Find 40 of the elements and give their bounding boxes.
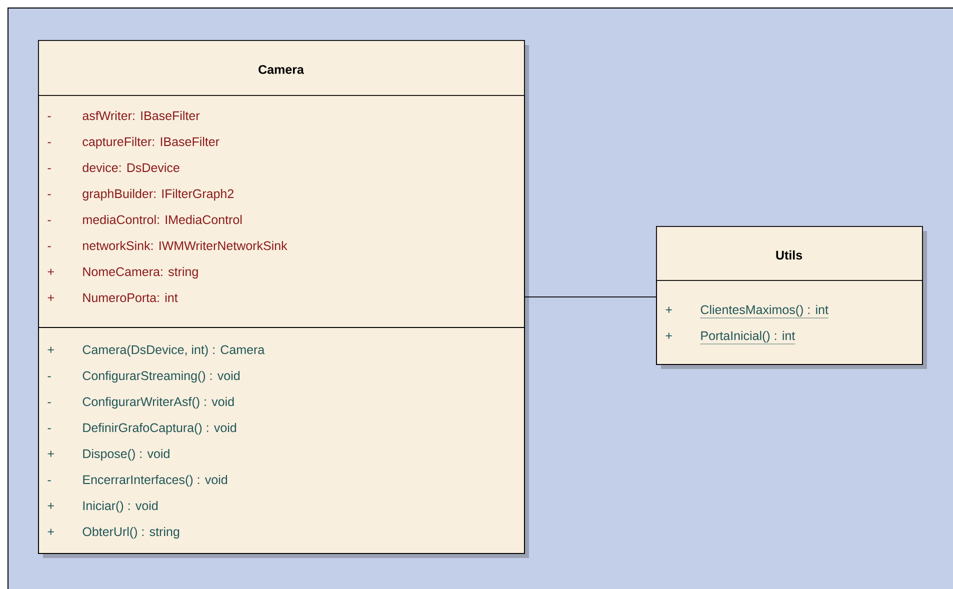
visibility-marker: + — [48, 450, 54, 457]
attribute-text: mediaControl: IMediaControl — [83, 214, 242, 224]
attribute-text: graphBuilder: IFilterGraph2 — [82, 188, 234, 201]
visibility-marker: + — [48, 502, 54, 509]
visibility-marker: + — [666, 306, 672, 313]
compartment — [656, 280, 923, 365]
attribute-text: asfWriter: IBaseFilter — [82, 110, 200, 120]
compartment — [38, 327, 525, 554]
visibility-marker: - — [48, 168, 51, 170]
attribute-text: captureFilter: IBaseFilter — [82, 136, 220, 149]
operation-text: ConfigurarStreaming() : void — [82, 370, 240, 383]
visibility-marker: + — [48, 528, 54, 535]
operation-text: DefinirGrafoCaptura() : void — [83, 422, 236, 435]
visibility-marker: - — [48, 402, 51, 404]
visibility-marker: - — [48, 116, 51, 118]
association-line — [524, 296, 656, 298]
operation-text: Camera(DsDevice, int) : Camera — [82, 344, 265, 357]
visibility-marker: + — [48, 294, 54, 301]
attribute-text: networkSink: IWMWriterNetworkSink — [83, 240, 288, 250]
operation-text: EncerrarInterfaces() : void — [83, 474, 228, 487]
attribute-text: NomeCamera: string — [83, 266, 198, 279]
visibility-marker: - — [48, 428, 51, 430]
operation-text: ConfigurarWriterAsf() : void — [82, 396, 234, 409]
visibility-marker: - — [48, 194, 51, 196]
attribute-text: device: DsDevice — [82, 162, 180, 172]
visibility-marker: - — [48, 220, 51, 222]
operation-text: ObterUrl() : string — [82, 526, 180, 539]
visibility-marker: - — [48, 480, 51, 482]
visibility-marker: - — [48, 246, 51, 248]
attribute-text: NumeroPorta: int — [83, 292, 178, 302]
operation-text: Dispose() : void — [83, 448, 170, 461]
operation-text: ClientesMaximos() : int — [700, 304, 829, 318]
visibility-marker: + — [48, 268, 54, 275]
visibility-marker: + — [666, 332, 672, 339]
compartment — [38, 95, 525, 328]
visibility-marker: + — [48, 346, 54, 353]
visibility-marker: - — [48, 376, 51, 378]
operation-text: PortaInicial() : int — [700, 330, 796, 344]
visibility-marker: - — [48, 142, 51, 144]
operation-text: Iniciar() : void — [83, 500, 158, 513]
